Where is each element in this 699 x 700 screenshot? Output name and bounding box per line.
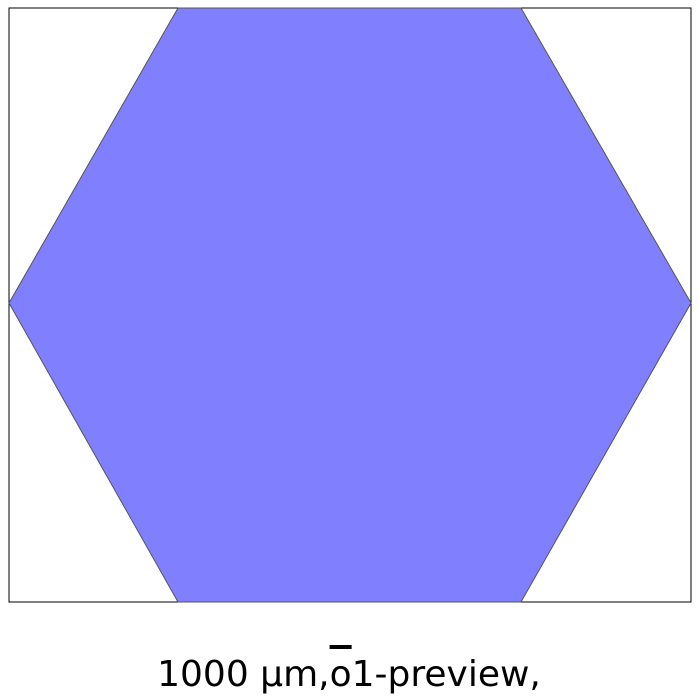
caption-suffix: 1-preview, (352, 654, 541, 695)
caption: 1000 μm,o1-preview, (157, 654, 541, 695)
caption-overline-bar (329, 645, 352, 649)
hexagon-shape (8, 7, 692, 603)
caption-prefix: 1000 μm, (157, 654, 329, 695)
caption-overlined: o (330, 654, 352, 695)
